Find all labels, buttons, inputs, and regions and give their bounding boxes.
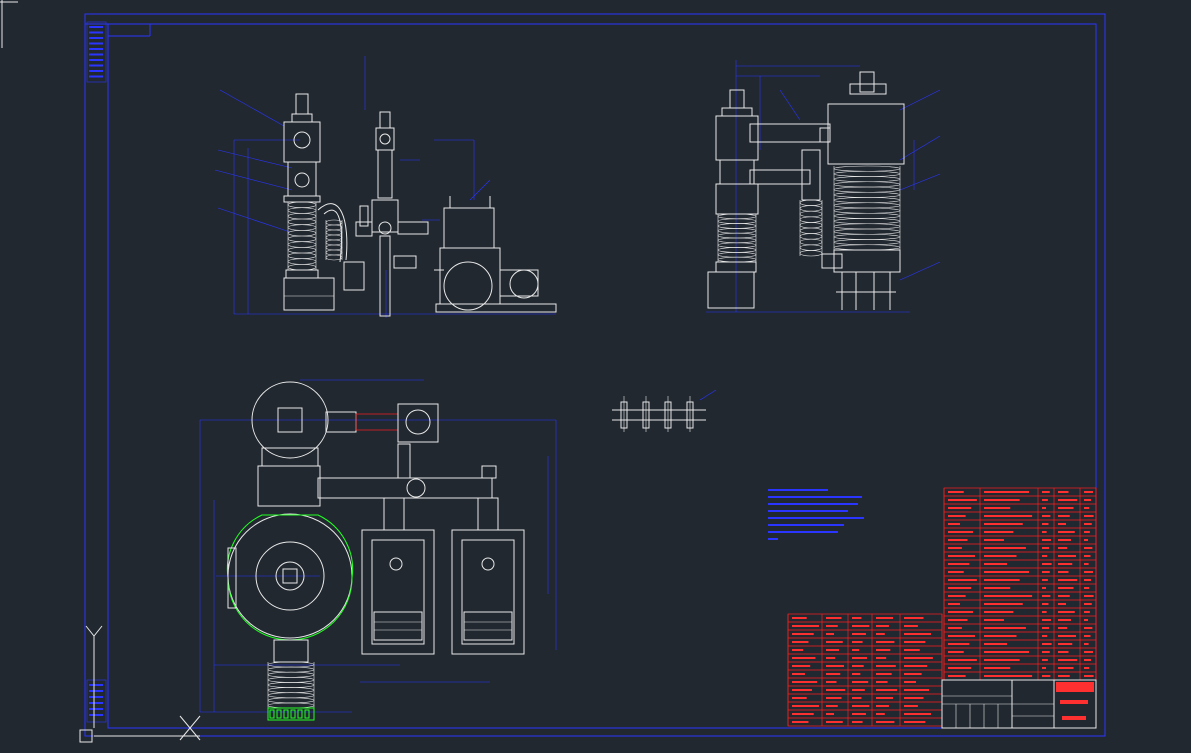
plan-view bbox=[199, 379, 557, 721]
front-view bbox=[214, 56, 557, 318]
technical-notes bbox=[768, 489, 864, 540]
side-view bbox=[706, 60, 941, 313]
title-block bbox=[941, 679, 1097, 729]
parts-list-upper bbox=[943, 487, 1097, 681]
sheet-border bbox=[84, 13, 1106, 737]
left-strip-text bbox=[89, 26, 103, 716]
ucs-y-axis-icon bbox=[79, 625, 200, 743]
parts-list-lower bbox=[787, 613, 943, 727]
crosshair-x-icon bbox=[179, 715, 201, 741]
detail-view bbox=[612, 389, 717, 432]
